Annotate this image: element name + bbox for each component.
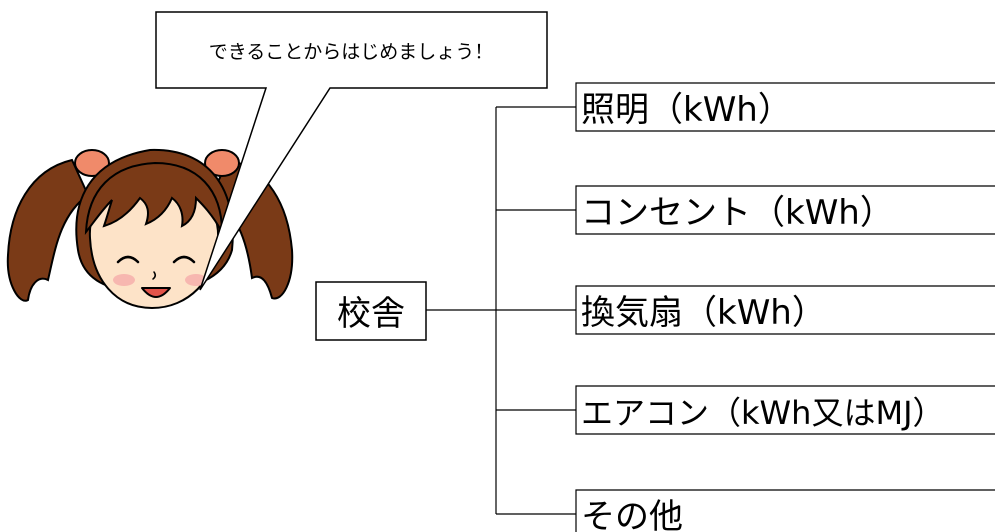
branch-box-3 xyxy=(575,285,995,335)
speech-bubble-text: できることからはじめましょう！ xyxy=(209,41,494,63)
tree-connectors xyxy=(426,106,576,515)
right-hair-tie xyxy=(204,149,240,177)
branch-label-1: 照明（kWh） xyxy=(581,90,792,130)
mouth xyxy=(141,287,171,298)
speech-bubble-outline xyxy=(155,11,548,291)
branch-box-4 xyxy=(575,385,995,435)
branch-label-2: コンセント（kWh） xyxy=(581,193,894,233)
left-eye xyxy=(116,255,140,264)
left-pigtail xyxy=(6,158,90,302)
branch-node-1: 照明（kWh） xyxy=(575,82,995,132)
branch-label-5: その他 xyxy=(581,497,683,532)
left-cheek xyxy=(113,274,135,286)
left-hair-tie xyxy=(74,149,110,177)
nose xyxy=(152,271,157,280)
branch-node-4: エアコン（kWh又はMJ） xyxy=(575,385,995,435)
branch-label-4: エアコン（kWh又はMJ） xyxy=(581,394,945,432)
branch-box-1 xyxy=(575,82,995,132)
bangs xyxy=(84,161,224,236)
root-box xyxy=(315,281,427,341)
girl-character xyxy=(6,148,294,310)
root-node: 校舎 xyxy=(315,281,427,341)
branch-box-2 xyxy=(575,185,995,235)
branch-box-5 xyxy=(575,489,995,532)
root-label: 校舎 xyxy=(337,294,405,334)
branch-label-3: 換気扇（kWh） xyxy=(581,293,826,333)
branch-node-3: 換気扇（kWh） xyxy=(575,285,995,335)
branch-node-2: コンセント（kWh） xyxy=(575,185,995,235)
branch-node-5: その他 xyxy=(575,489,995,532)
right-eye xyxy=(172,255,196,264)
speech-bubble: できることからはじめましょう！ xyxy=(155,11,548,291)
